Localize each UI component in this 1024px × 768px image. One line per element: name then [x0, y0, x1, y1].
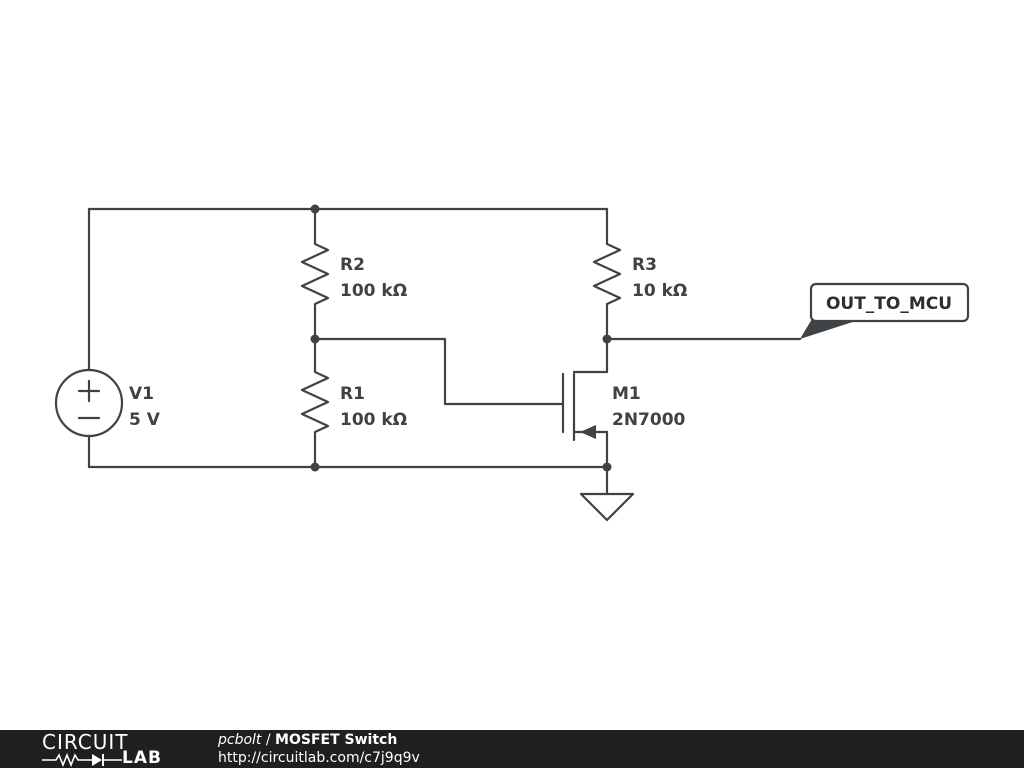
circuitlab-logo[interactable]: CIRCUIT LAB: [42, 731, 178, 767]
r2-value: 100 kΩ: [340, 281, 407, 301]
junction-dot: [310, 462, 320, 472]
wires: [87, 207, 802, 496]
mosfet-arrow-icon: [580, 425, 596, 439]
ground-icon[interactable]: [579, 492, 635, 522]
m1-name: M1: [612, 384, 641, 404]
junction-dot: [602, 334, 612, 344]
junction-dot: [310, 334, 320, 344]
logo-text-bottom: LAB: [122, 748, 162, 768]
author-link[interactable]: pcbolt: [218, 732, 262, 748]
net-label-out-to-mcu[interactable]: OUT_TO_MCU: [800, 282, 970, 339]
v1-name: V1: [129, 384, 154, 404]
voltage-source-v1-symbol[interactable]: [54, 368, 124, 438]
resistor-r3-symbol[interactable]: [592, 234, 622, 314]
r1-name: R1: [340, 384, 365, 404]
v1-value: 5 V: [129, 410, 161, 430]
junction-dot: [602, 462, 612, 472]
circuit-credit: pcbolt / MOSFET Switch: [218, 731, 397, 749]
m1-value: 2N7000: [612, 410, 686, 430]
junction-dot: [310, 204, 320, 214]
r3-value: 10 kΩ: [632, 281, 687, 301]
r1-value: 100 kΩ: [340, 410, 407, 430]
schematic-canvas: R2 100 kΩ R1 100 kΩ R3 10 kΩ V1 5 V M1 2…: [54, 204, 970, 522]
logo-resistor-diode-icon: [42, 752, 122, 767]
circuit-title: MOSFET Switch: [275, 732, 398, 748]
r2-name: R2: [340, 255, 365, 275]
credit-separator: /: [261, 732, 276, 748]
net-label-text: OUT_TO_MCU: [826, 294, 952, 314]
resistor-r2-symbol[interactable]: [300, 234, 330, 314]
mosfet-m1-symbol[interactable]: [555, 370, 609, 442]
footer-bar: CIRCUIT LAB pcbolt / MOSFET Switch http:…: [0, 730, 1024, 768]
circuit-url[interactable]: http://circuitlab.com/c7j9q9v: [218, 750, 420, 766]
resistor-r1-symbol[interactable]: [300, 363, 330, 442]
junctions: [310, 204, 612, 472]
logo-text-top: CIRCUIT: [42, 730, 129, 754]
r3-name: R3: [632, 255, 657, 275]
